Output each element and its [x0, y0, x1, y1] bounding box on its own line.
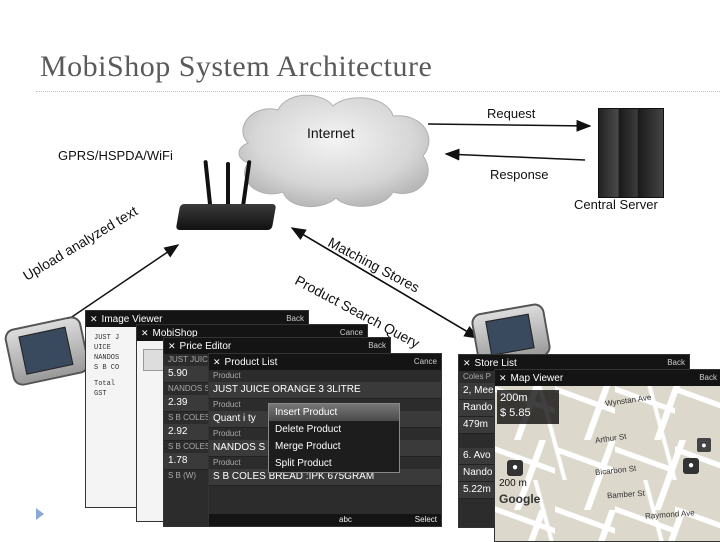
upload-arrow — [59, 244, 180, 326]
cancel-softkey[interactable]: Cance — [339, 328, 363, 337]
network-label: GPRS/HSPDA/WiFi — [58, 148, 173, 163]
street-label: Bamber St — [606, 488, 646, 501]
select-softkey[interactable]: Select — [414, 515, 437, 524]
central-server-icon — [598, 108, 664, 198]
input-mode-indicator: abc — [339, 515, 352, 524]
central-server-label: Central Server — [574, 197, 658, 212]
close-icon[interactable]: ✕ — [499, 373, 507, 383]
store-pin-icon[interactable]: ● — [507, 460, 523, 476]
store-pin-icon[interactable]: ● — [697, 438, 711, 452]
request-arrow — [427, 119, 592, 132]
response-label: Response — [490, 167, 549, 182]
street-label: Wynstan Ave — [604, 392, 652, 409]
close-icon[interactable]: ✕ — [90, 314, 98, 324]
back-softkey[interactable]: Back — [286, 314, 304, 323]
street-label: Arthur St — [594, 431, 628, 446]
slide-title: MobiShop System Architecture — [40, 50, 433, 83]
product-item[interactable]: S B COLES BREAD :IPK 675GRAM — [209, 469, 441, 486]
merge-product-menu-item[interactable]: Merge Product — [275, 441, 341, 452]
map-info-overlay: 200m $ 5.85 — [497, 390, 559, 424]
back-softkey[interactable]: Back — [667, 358, 685, 367]
internet-label: Internet — [307, 125, 355, 141]
product-list-softkeys: abc Select — [209, 514, 441, 526]
delete-product-menu-item[interactable]: Delete Product — [275, 424, 342, 435]
cancel-softkey[interactable]: Cance — [413, 357, 437, 366]
slide-bullet-icon — [36, 508, 44, 520]
close-icon[interactable]: ✕ — [213, 357, 221, 367]
street-label: Bicarbon St — [594, 463, 637, 478]
close-icon[interactable]: ✕ — [463, 358, 471, 368]
title-divider — [36, 91, 720, 92]
product-context-menu: Insert Product Delete Product Merge Prod… — [268, 403, 400, 473]
request-label: Request — [487, 106, 536, 121]
map-scale: 200 m — [499, 478, 527, 489]
street-label: Raymond Ave — [644, 508, 695, 521]
back-softkey[interactable]: Back — [699, 373, 717, 382]
close-icon[interactable]: ✕ — [141, 328, 149, 338]
store-pin-icon[interactable]: ● — [683, 458, 699, 474]
receipt-image: JUST J UICE NANDOS S B CO Total GST — [94, 334, 120, 398]
google-logo: Google — [499, 492, 541, 506]
product-item[interactable]: JUST JUICE ORANGE 3 3LITRE — [209, 382, 441, 399]
back-softkey[interactable]: Back — [368, 341, 386, 350]
insert-product-menu-item[interactable]: Insert Product — [269, 404, 399, 421]
close-icon[interactable]: ✕ — [168, 341, 176, 351]
wifi-router-icon — [175, 159, 278, 240]
response-arrow — [444, 148, 586, 161]
internet-cloud-icon — [238, 94, 430, 208]
query-request-arrow — [291, 227, 480, 339]
split-product-menu-item[interactable]: Split Product — [275, 458, 332, 469]
